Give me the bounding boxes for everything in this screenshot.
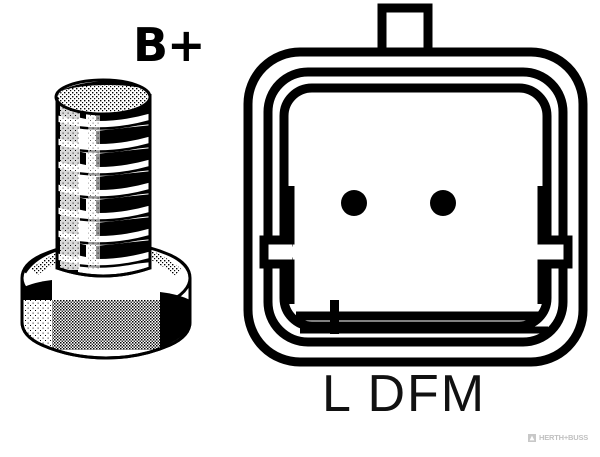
pin-hole-l: [341, 190, 367, 216]
connector-pin-holes: [341, 190, 456, 216]
connector-keyway-left: [259, 186, 295, 304]
watermark: HERTH+BUSS: [528, 433, 588, 442]
terminal-label-b-plus: B+: [133, 18, 206, 72]
connector-inner-cavity: [279, 83, 552, 331]
connector-bottom-ledge: [296, 300, 548, 334]
pin-hole-dfm: [430, 190, 456, 216]
connector-keyway-right: [537, 186, 573, 304]
bolt-threaded-shaft: [54, 78, 152, 278]
watermark-text: HERTH+BUSS: [539, 433, 589, 442]
herth-buss-logo-icon: [528, 433, 536, 442]
connector-label-l-dfm: L DFM: [322, 365, 487, 423]
